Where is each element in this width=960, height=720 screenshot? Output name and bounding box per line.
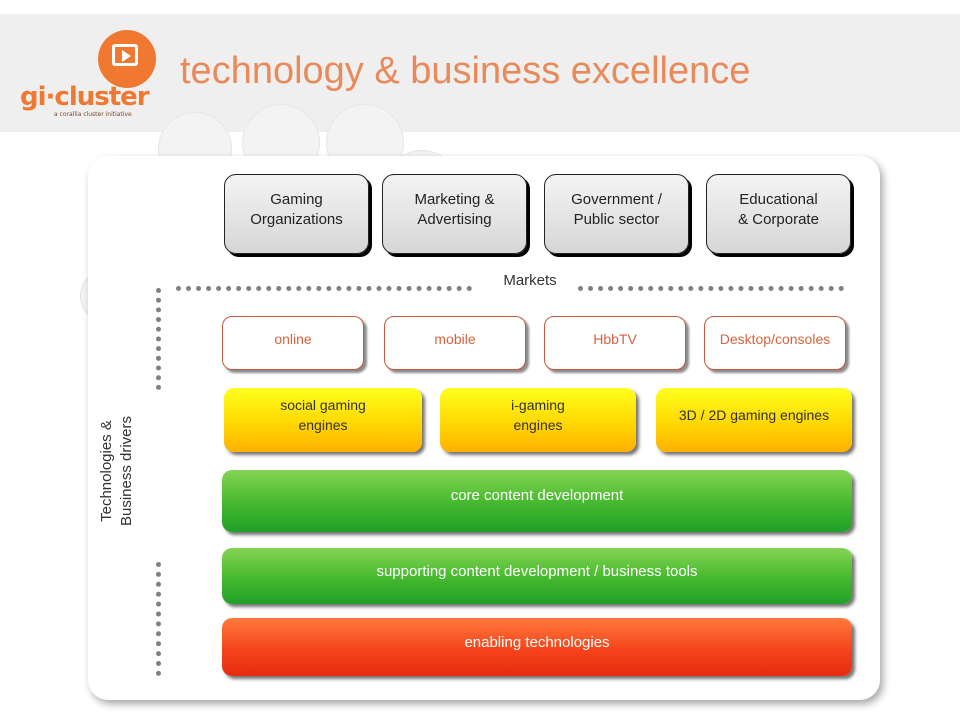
market-government-public-sector: Government / Public sector bbox=[544, 174, 689, 254]
page-title: technology & business excellence bbox=[180, 50, 751, 92]
axis-line-bottom bbox=[156, 562, 161, 676]
layer-core-content-development: core content development bbox=[222, 470, 852, 532]
platform-online: online bbox=[222, 316, 364, 370]
market-marketing-advertising: Marketing & Advertising bbox=[382, 174, 527, 254]
engine-3d-2d-gaming: 3D / 2D gaming engines bbox=[656, 388, 852, 452]
platform-hbbtv: HbbTV bbox=[544, 316, 686, 370]
axis-label: Technologies & Business drivers bbox=[98, 415, 135, 527]
engine-social-gaming: social gaming engines bbox=[224, 388, 422, 452]
markets-divider-left bbox=[176, 286, 472, 291]
markets-divider-right bbox=[578, 286, 844, 291]
markets-label: Markets bbox=[503, 272, 557, 289]
axis-line-top bbox=[156, 288, 161, 390]
market-educational-corporate: Educational & Corporate bbox=[706, 174, 851, 254]
logo-text: gi·cluster bbox=[20, 82, 150, 112]
logo-tagline: a corallia cluster initiative bbox=[54, 111, 132, 118]
engine-i-gaming: i-gaming engines bbox=[440, 388, 636, 452]
platform-desktop-consoles: Desktop/consoles bbox=[704, 316, 846, 370]
play-icon bbox=[112, 44, 138, 66]
logo-mark bbox=[98, 30, 156, 88]
layer-enabling-technologies: enabling technologies bbox=[222, 618, 852, 676]
layer-supporting-content-development: supporting content development / busines… bbox=[222, 548, 852, 604]
header-band bbox=[0, 14, 960, 132]
market-gaming-organizations: Gaming Organizations bbox=[224, 174, 369, 254]
platform-mobile: mobile bbox=[384, 316, 526, 370]
